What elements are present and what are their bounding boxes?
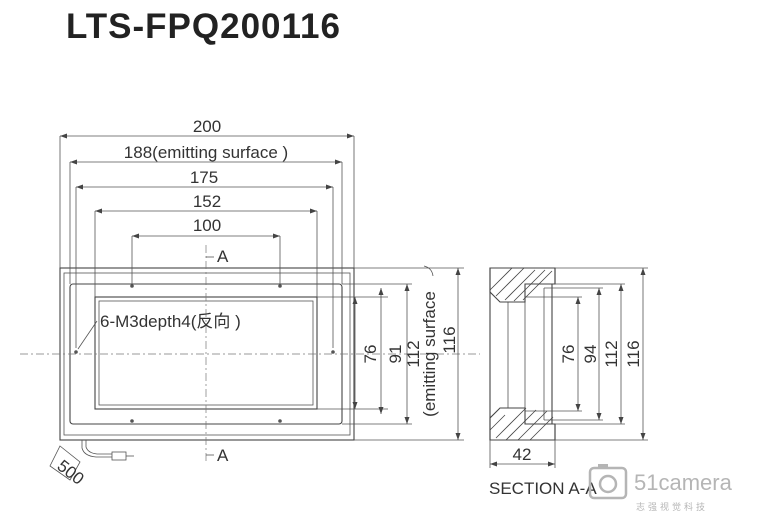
screw-note: 6-M3depth4(反向 ) [100, 312, 241, 331]
section-outer-profile [489, 267, 556, 441]
cable-length: 500 [54, 456, 88, 488]
dim-100: 100 [193, 216, 221, 235]
emitting-note-arc [423, 265, 434, 277]
dim-175: 175 [190, 168, 218, 187]
cable [49, 440, 134, 481]
front-view: 200 188(emitting surface ) 175 152 100 A… [20, 117, 480, 489]
camera-logo-icon [588, 464, 628, 500]
section-label: SECTION A-A [489, 479, 597, 498]
dim-112-emitting-note: (emitting surface [420, 291, 439, 417]
section-dim-116: 116 [624, 340, 643, 367]
dim-116: 116 [440, 326, 459, 353]
watermark-tagline: 志强视觉科技 [636, 501, 708, 512]
dim-152: 152 [193, 192, 221, 211]
dim-91: 91 [386, 345, 405, 364]
dim-112: 112 [404, 340, 423, 367]
section-dim-94: 94 [581, 345, 600, 364]
watermark-brand: 51camera [634, 470, 733, 495]
dim-200: 200 [193, 117, 221, 136]
section-view: 76 94 112 116 42 SECTION A-A [489, 267, 648, 498]
drawing-title: LTS-FPQ200116 [66, 7, 341, 46]
section-mark-top: A [217, 247, 229, 266]
watermark: 51camera 志强视觉科技 [588, 464, 733, 512]
screw-note-leader [77, 320, 98, 350]
section-dim-76: 76 [559, 345, 578, 364]
section-mark-bottom: A [217, 446, 229, 465]
dim-76: 76 [361, 345, 380, 364]
dim-188-emitting: 188(emitting surface ) [124, 143, 288, 162]
section-hatch-bottom [489, 407, 556, 441]
section-dim-42: 42 [513, 445, 532, 464]
section-hatch-top [489, 267, 556, 303]
screw-holes [74, 284, 335, 423]
section-dim-112: 112 [602, 340, 621, 367]
